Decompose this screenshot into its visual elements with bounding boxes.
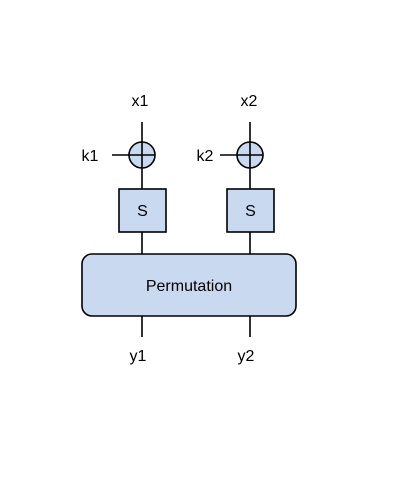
permutation-label: Permutation bbox=[146, 278, 232, 295]
sbox-1-label: S bbox=[137, 203, 148, 220]
sbox-2-label: S bbox=[245, 203, 256, 220]
permutation-box bbox=[81, 253, 297, 317]
sbox-2 bbox=[226, 188, 275, 233]
column-1: x1 k1 S y1 bbox=[82, 93, 167, 365]
input-label-x2: x2 bbox=[241, 93, 258, 110]
input-label-x1: x1 bbox=[132, 93, 149, 110]
sbox-1 bbox=[118, 188, 167, 233]
xor-icon bbox=[128, 141, 156, 169]
output-label-y1: y1 bbox=[130, 348, 147, 365]
key-label-k1: k1 bbox=[82, 148, 99, 165]
output-label-y2: y2 bbox=[238, 348, 255, 365]
column-2: x2 k2 S y2 bbox=[197, 93, 275, 365]
key-label-k2: k2 bbox=[197, 148, 214, 165]
xor-icon bbox=[236, 141, 264, 169]
